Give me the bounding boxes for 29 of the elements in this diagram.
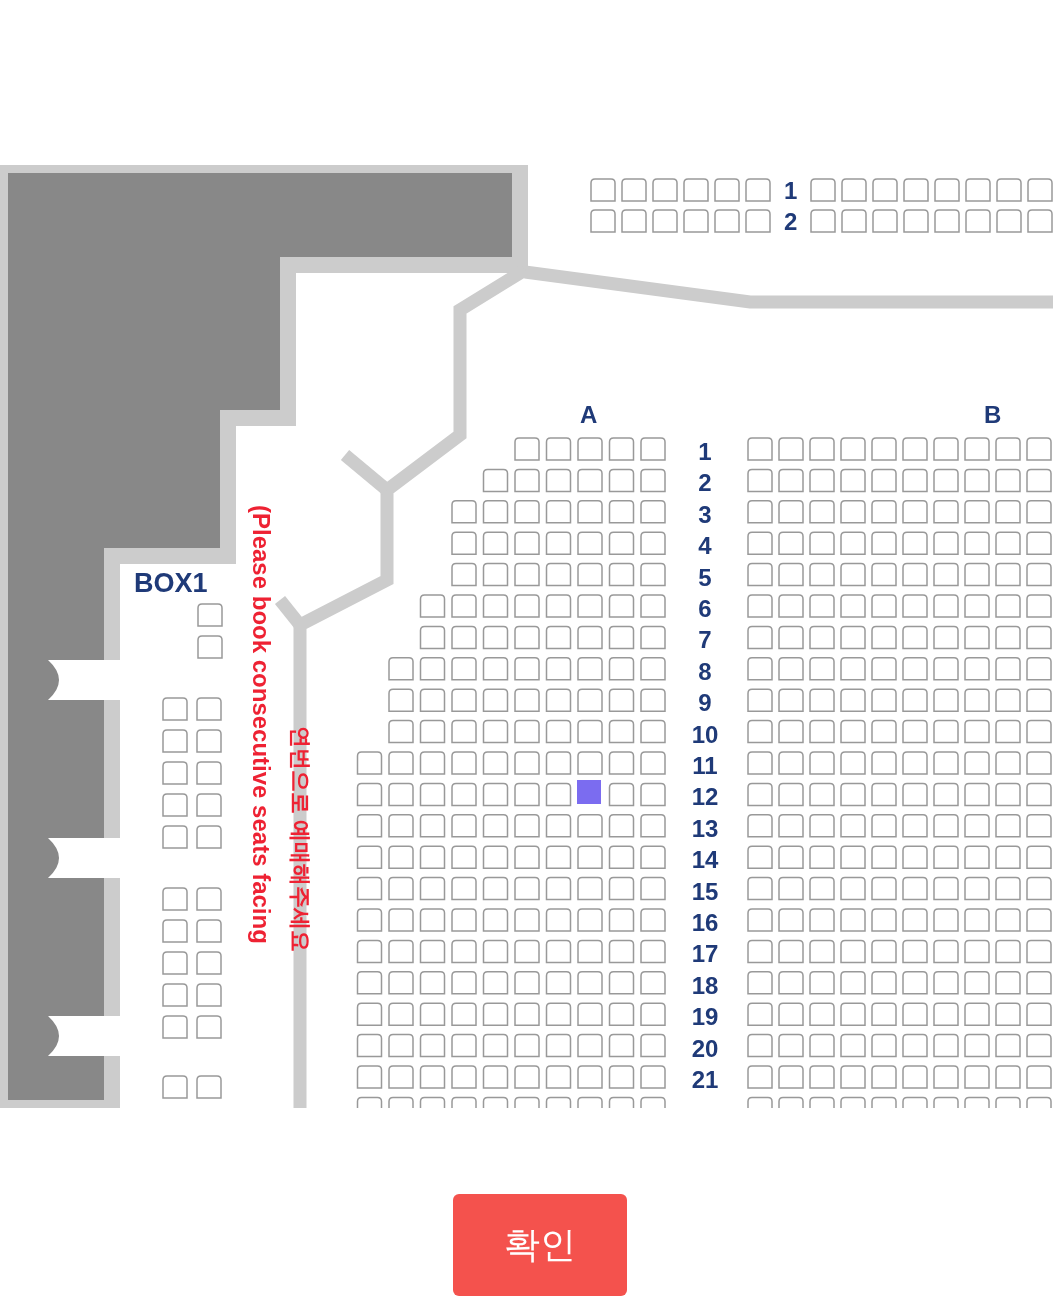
- box-label: BOX1: [134, 570, 208, 597]
- row-number: 9: [697, 691, 713, 716]
- section-label: A: [580, 403, 598, 427]
- row-number: 1: [784, 179, 798, 203]
- row-number: 19: [690, 1005, 720, 1030]
- row-number: 8: [697, 659, 713, 684]
- notice-text: 연번으로 예매해주세요: [289, 726, 311, 953]
- confirm-button: 확인: [453, 1194, 627, 1296]
- row-number: 2: [784, 210, 798, 234]
- row-number: 17: [690, 942, 720, 967]
- row-number: 12: [690, 785, 720, 810]
- row-number: 15: [690, 879, 720, 904]
- row-number: 14: [690, 848, 720, 873]
- row-number: 16: [690, 911, 720, 935]
- row-number: 13: [690, 816, 720, 841]
- row-number: 6: [697, 597, 713, 621]
- row-number: 20: [690, 1036, 720, 1061]
- row-number: 11: [691, 754, 719, 778]
- row-number: 18: [690, 973, 720, 998]
- row-number: 5: [697, 565, 713, 590]
- row-number: 7: [697, 628, 713, 653]
- row-number: 10: [690, 722, 720, 747]
- row-number: 2: [697, 471, 713, 496]
- notice-text: (Please book consecutive seats facing: [249, 505, 273, 944]
- row-number: 1: [697, 440, 713, 464]
- row-number: 3: [697, 502, 713, 527]
- row-number: 4: [697, 534, 713, 559]
- row-number: 21: [690, 1068, 720, 1092]
- section-label: B: [984, 403, 1002, 427]
